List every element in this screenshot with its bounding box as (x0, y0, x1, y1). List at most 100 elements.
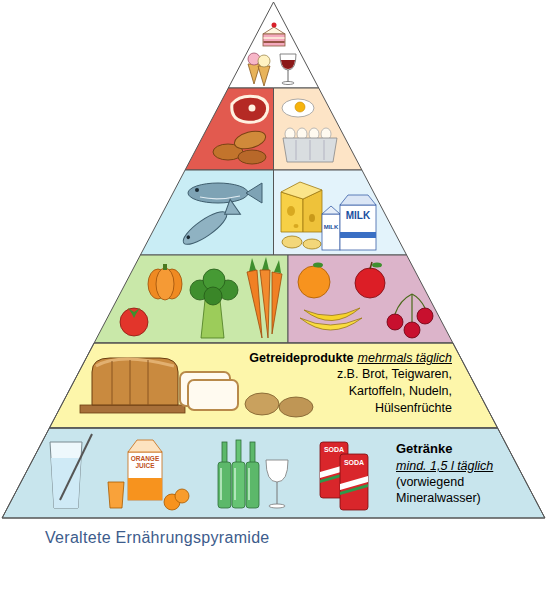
band-outline (49, 343, 497, 428)
soda-cans (340, 454, 368, 510)
fried-chicken (232, 128, 267, 152)
wine-glass (280, 54, 296, 70)
orange-juice (175, 489, 189, 503)
stemmed-glass (277, 482, 278, 505)
band-text: Getränke mind. 1,5 l täglich(vorwiegend M… (396, 440, 508, 506)
mineral-water-bottles (218, 440, 259, 508)
milk-cartons (322, 195, 376, 250)
milk-cartons (322, 206, 340, 214)
egg-carton (283, 138, 337, 162)
cheese (281, 182, 322, 199)
fish (195, 188, 199, 192)
stemmed-glass (269, 504, 285, 508)
cake-slice (263, 27, 285, 34)
bread (130, 360, 131, 405)
egg-band (274, 88, 362, 170)
mineral-water-bottles (234, 468, 236, 500)
bread (80, 358, 238, 413)
text-line: z.B. Brot, Teigwaren, Kartoffeln, Nudeln… (247, 366, 452, 417)
apple (355, 262, 385, 298)
apple (370, 262, 372, 269)
egg-carton (283, 128, 337, 162)
potatoes (245, 393, 313, 417)
carrots (249, 258, 256, 272)
stemmed-glass (266, 460, 288, 508)
mineral-water-bottles (220, 468, 222, 500)
mineral-water-bottles (218, 462, 231, 508)
cheese (294, 224, 299, 228)
fried-egg (282, 99, 314, 117)
cheese (282, 236, 302, 248)
mineral-water-bottles (222, 442, 227, 464)
fried-chicken (213, 128, 268, 164)
fried-chicken (238, 150, 266, 164)
tomato (128, 308, 140, 318)
carrots (247, 270, 262, 338)
broccoli (204, 287, 222, 305)
caption: Veraltete Ernährungspyramide (45, 529, 270, 546)
cherries (412, 294, 425, 308)
sweets-band (228, 2, 318, 88)
pumpkin (156, 268, 174, 300)
carton-print: ORANGE JUICE (128, 455, 162, 469)
water-glass (60, 434, 92, 500)
text-line: (vorwiegend Mineralwasser) (396, 474, 508, 506)
fish (219, 199, 240, 221)
bread (96, 359, 174, 366)
orange-juice (128, 478, 162, 500)
soda-cans (340, 484, 368, 495)
cake-slice (263, 34, 285, 46)
apple (355, 268, 385, 298)
egg-carton (296, 140, 297, 160)
cherries (417, 308, 433, 324)
cheese (309, 214, 315, 222)
orange (298, 266, 330, 298)
mineral-water-bottles (248, 468, 250, 500)
grain-band: Getreideproduktemehrmals täglichz.B. Bro… (49, 343, 498, 428)
text-line: Getreideproduktemehrmals täglich (247, 349, 452, 366)
broccoli (190, 269, 238, 338)
drinks-band: Getränke mind. 1,5 l täglich(vorwiegend M… (2, 428, 545, 518)
fried-egg (282, 99, 314, 117)
potatoes (279, 397, 313, 417)
ice-cream-cones (258, 66, 270, 86)
band-heading: Getränke (396, 441, 452, 456)
text-line: mind. 1,5 l täglich (396, 457, 508, 474)
pumpkin (148, 264, 182, 300)
carrots (260, 270, 270, 338)
can-print: SODA (320, 446, 348, 454)
orange-juice (128, 452, 162, 500)
band-outline (2, 428, 545, 518)
fruit-band (288, 255, 453, 343)
milk-cartons (322, 214, 340, 250)
pyramid-bands (2, 2, 545, 518)
cherries (411, 294, 412, 322)
wine-glass (288, 70, 289, 82)
cheese (303, 239, 321, 249)
apple (372, 263, 382, 268)
tomato (120, 308, 148, 336)
fish-band (140, 170, 273, 255)
fish (200, 196, 240, 199)
orange-juice (108, 482, 124, 508)
wine-glass (282, 82, 294, 85)
bread (112, 361, 113, 405)
frequency-note: mind. 1,5 l täglich (396, 459, 493, 473)
fish (179, 207, 231, 250)
milk-cartons (340, 195, 376, 205)
caption: Veraltete Ernährungspyramide (45, 528, 270, 548)
food-examples: z.B. Brot, Teigwaren, Kartoffeln, Nudeln… (326, 366, 452, 417)
orange (298, 263, 330, 299)
vegetable-band (94, 255, 288, 343)
fish (179, 183, 262, 250)
grain-band-fill (49, 343, 497, 428)
mineral-water-bottles (246, 462, 259, 508)
cake-slice (264, 37, 285, 39)
water-glass (50, 434, 92, 508)
mineral-water-bottles (232, 462, 245, 508)
carrots (262, 257, 269, 270)
mineral-water-bottles (236, 440, 241, 464)
bread (80, 405, 185, 413)
